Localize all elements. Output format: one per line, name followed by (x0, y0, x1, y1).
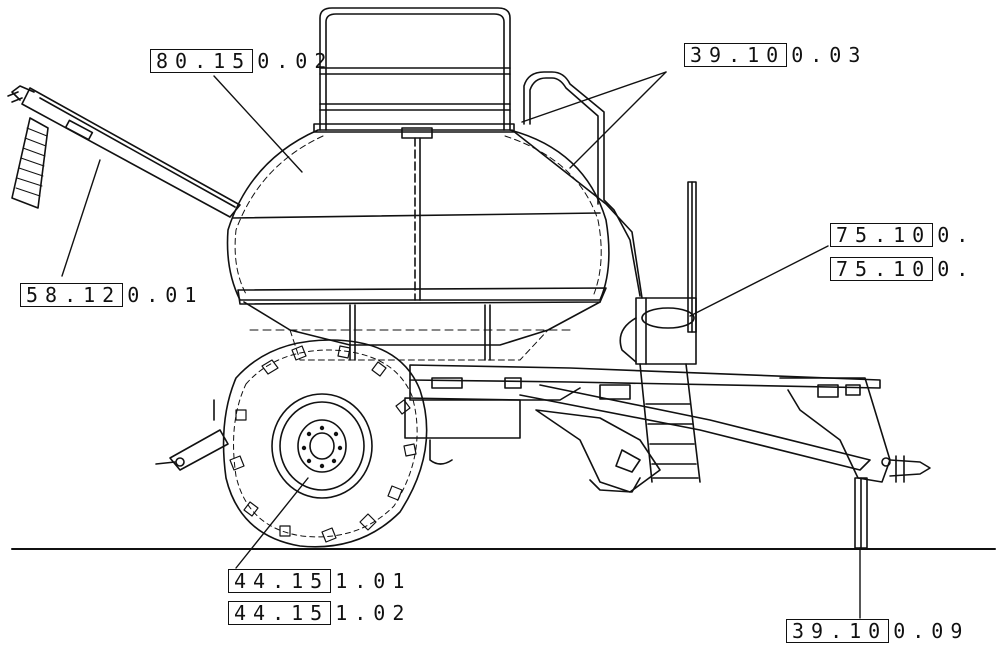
callout-suffix: 0.01 (127, 283, 204, 307)
fan-housing (619, 297, 697, 365)
auger (7, 85, 241, 218)
callout-suffix: 0.03 (791, 43, 868, 67)
callout-suffix: 0.02 (257, 49, 334, 73)
tank (226, 127, 610, 361)
leader-lines (61, 71, 861, 619)
callout-suffix: 0.09 (893, 619, 970, 643)
callout-suffix: 1.01 (335, 569, 412, 593)
top-railing (313, 7, 515, 133)
callout-suffix: 0. (937, 223, 976, 247)
step-ladder (639, 363, 701, 483)
frame (404, 364, 931, 549)
ladder-handrail (511, 71, 643, 299)
callout-box: 75.10 (830, 257, 934, 281)
callout-box: 75.10 (830, 223, 934, 247)
callout-box: 80.15 (150, 49, 254, 73)
callout-suffix: 0. (937, 257, 976, 281)
callout-box: 39.10 (786, 619, 890, 643)
callout-box: 44.15 (228, 601, 332, 625)
callout-box: 44.15 (228, 569, 332, 593)
callout-box: 39.10 (684, 43, 788, 67)
callout-box: 58.12 (20, 283, 124, 307)
callout-suffix: 1.02 (335, 601, 412, 625)
meter-box (535, 409, 661, 493)
front-hitch (155, 399, 229, 471)
rear-post (687, 181, 697, 333)
wheel (222, 339, 428, 548)
